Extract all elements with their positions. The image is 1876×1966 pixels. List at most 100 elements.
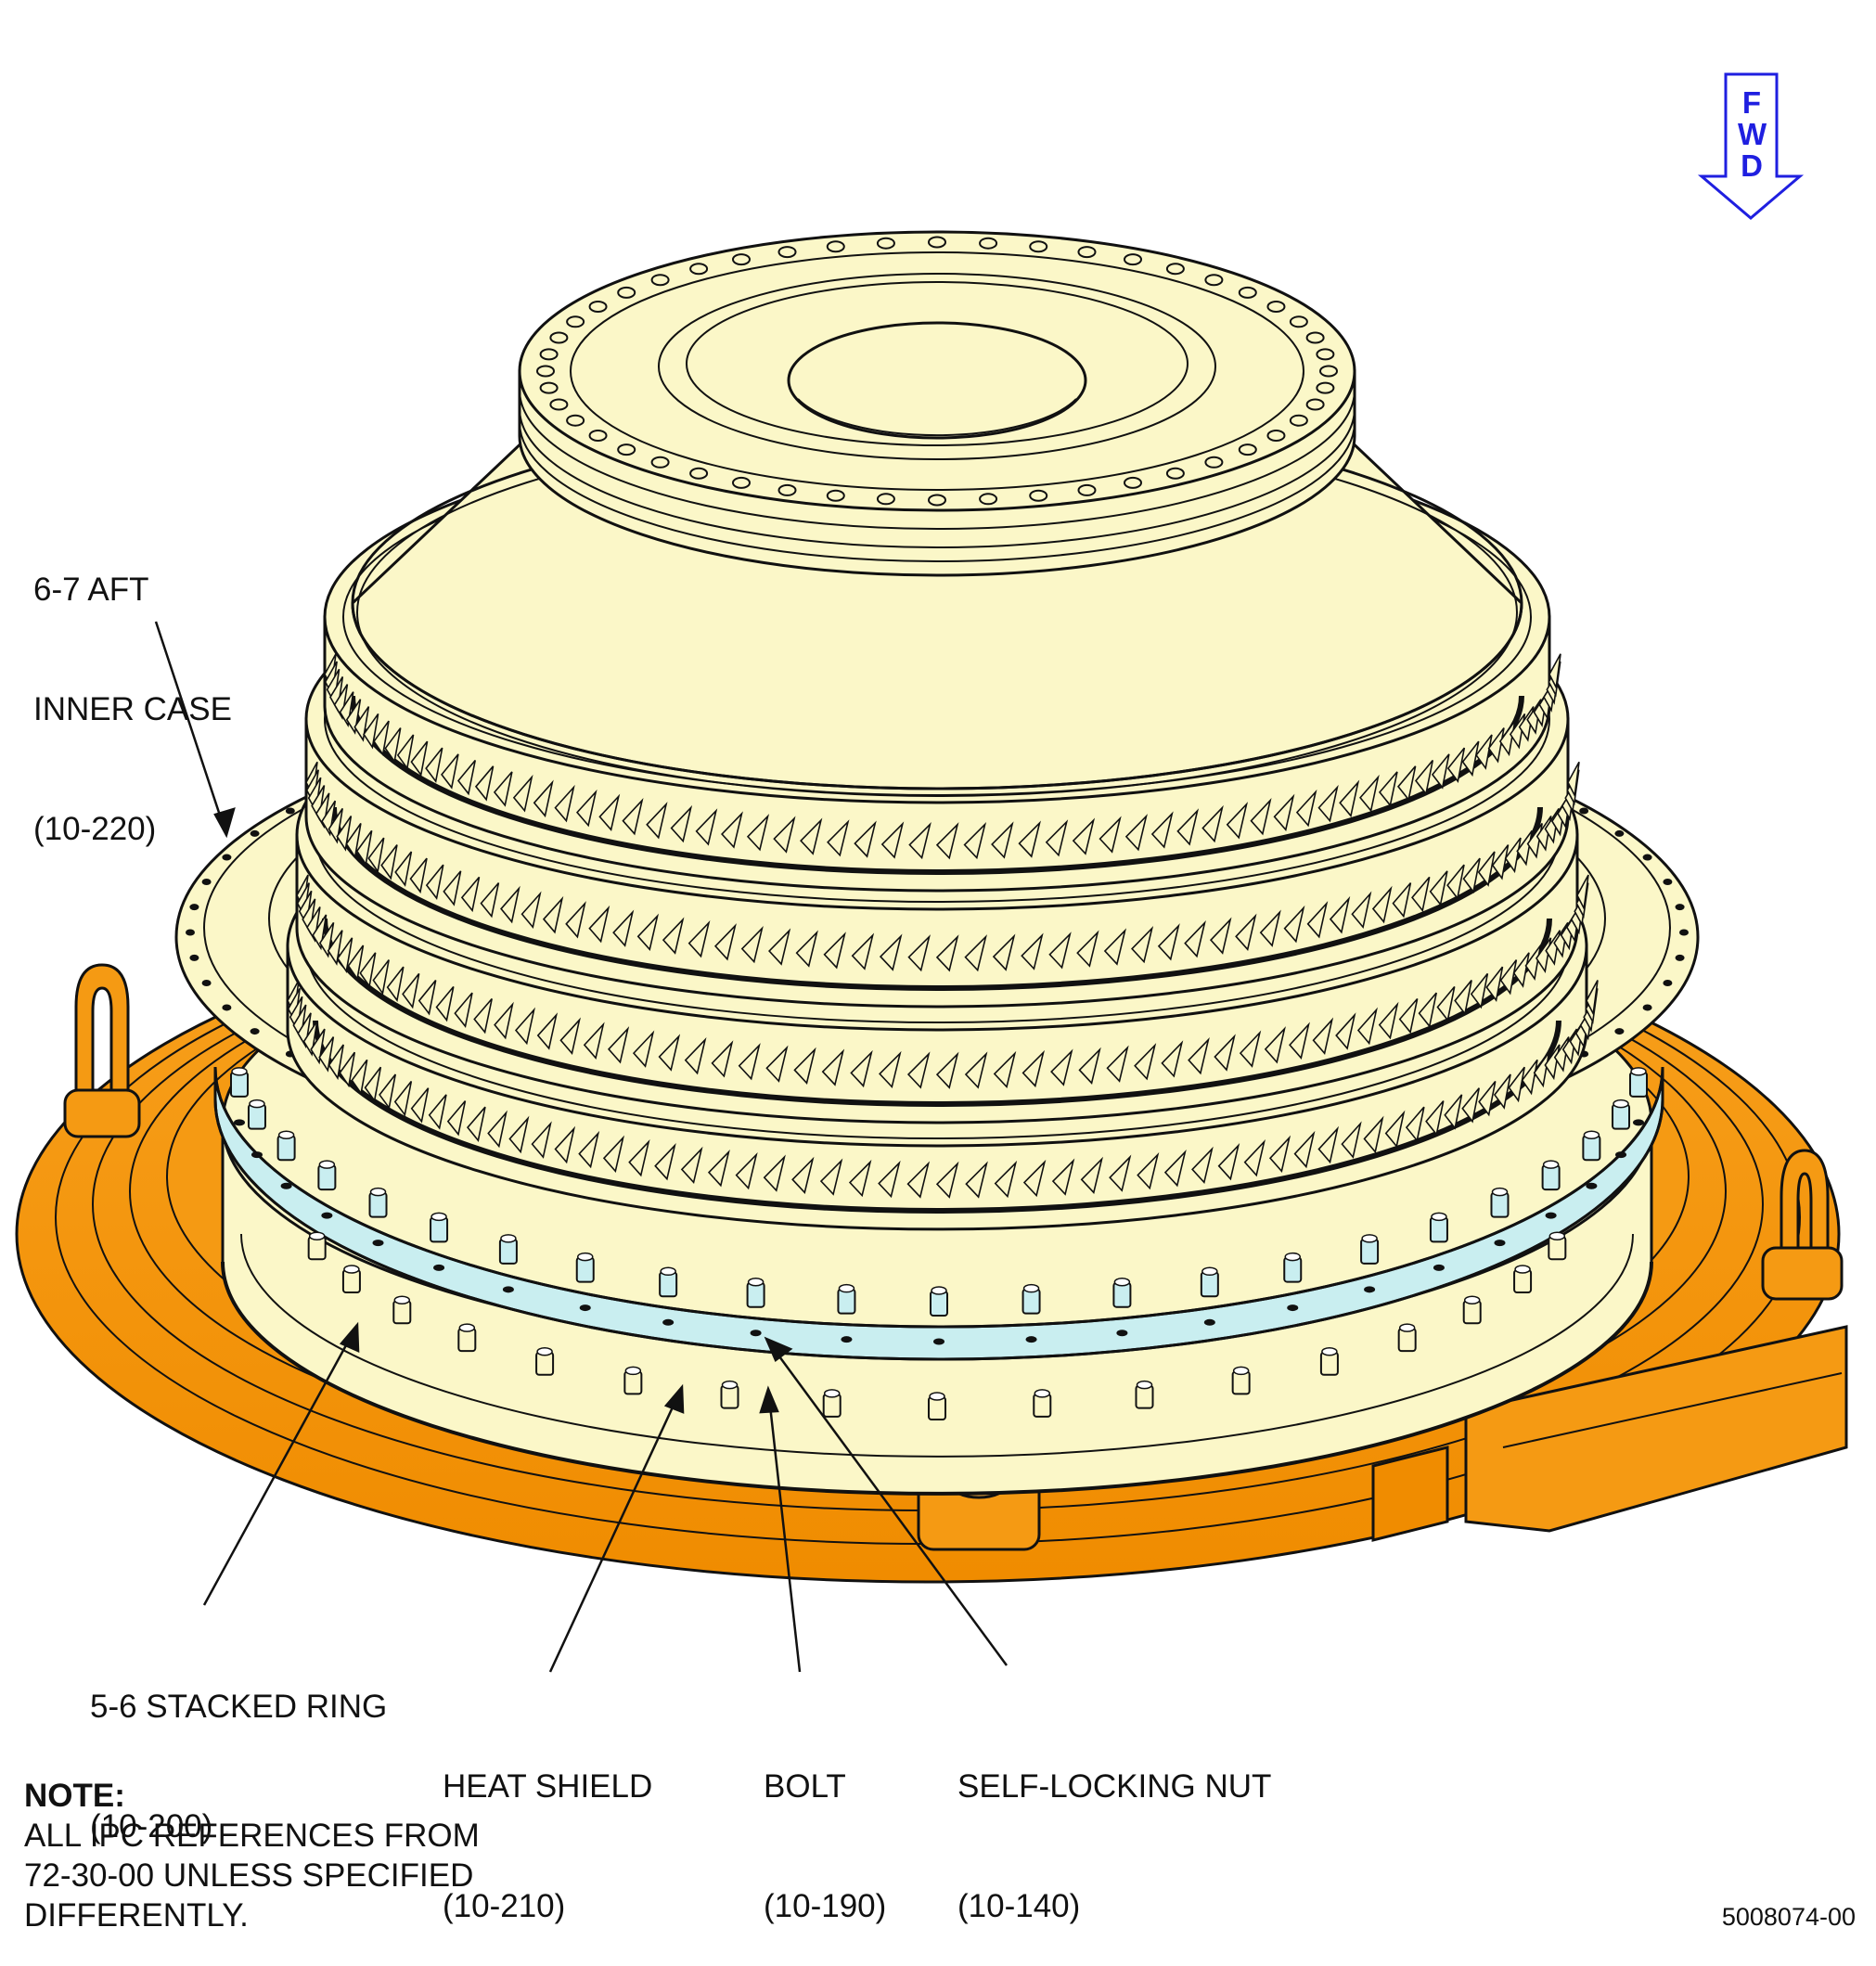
bolt-hole (1615, 1151, 1627, 1159)
vane-blade (1521, 1059, 1538, 1096)
flange-hole (1614, 1028, 1625, 1035)
self-locking-nut (247, 1103, 266, 1130)
vane-blade (425, 747, 443, 784)
vane-blade (1080, 1156, 1103, 1194)
vane-blade (328, 1044, 344, 1081)
flange-hole (588, 301, 608, 313)
vane-blade (318, 1036, 335, 1073)
note-block: NOTE: ALL IPC REFERENCES FROM 72-30-00 U… (24, 1776, 480, 1935)
flange-hole (1305, 331, 1325, 344)
vane-blade (1470, 972, 1489, 1009)
vane-blade (1418, 992, 1437, 1028)
vane-blade (1351, 891, 1372, 930)
bolt-tip (576, 1252, 594, 1262)
flange-hole (222, 1004, 232, 1011)
flange-hole (1675, 904, 1685, 911)
vane-blade (1072, 817, 1096, 855)
vane-blade (402, 972, 420, 1009)
vane-blade (531, 1121, 552, 1159)
vane-blade (1341, 1121, 1362, 1159)
vane-blade (992, 933, 1016, 971)
vane-blade (636, 913, 660, 952)
bolt (837, 1283, 856, 1343)
callout-line: 5-6 STACKED RING (90, 1689, 388, 1725)
vane-blade (1048, 932, 1072, 970)
bolt-tip (1136, 1380, 1153, 1390)
flange-hole (1124, 476, 1142, 489)
vane-blade (738, 1043, 761, 1081)
vane-blade (302, 898, 316, 935)
flange-hole (1029, 240, 1048, 253)
vane-blade (380, 844, 398, 880)
bolt-hole (1494, 1240, 1506, 1247)
bolt (575, 1252, 595, 1312)
vane-blade (514, 1007, 535, 1046)
bolt-tip (747, 1277, 765, 1287)
vane-blade (791, 1156, 815, 1194)
flange-hole (1579, 807, 1589, 815)
vane-blade (1477, 851, 1496, 887)
flange-hole (1029, 489, 1048, 502)
vane-blade (500, 885, 520, 924)
bolt (1612, 1099, 1631, 1159)
vane-blade (1317, 1125, 1339, 1164)
bolt (1283, 1252, 1303, 1312)
bolt-tip (1514, 1265, 1531, 1274)
note-line: ALL IPC REFERENCES FROM (24, 1818, 480, 1854)
vane-blade (964, 1051, 988, 1089)
bolt-hole (233, 1119, 245, 1126)
bolt-hole (841, 1336, 853, 1343)
flange-hole (1289, 315, 1308, 328)
bolt (1582, 1130, 1601, 1189)
vane-blade (559, 1017, 581, 1056)
vane-blade (1363, 1115, 1384, 1154)
flange-hole (201, 979, 212, 986)
bolt (276, 1130, 296, 1189)
vane-blade (908, 821, 932, 860)
bolt (1490, 1187, 1510, 1247)
flange-hole (1663, 979, 1673, 986)
callout-line: HEAT SHIELD (443, 1768, 653, 1805)
vane-blade (565, 901, 586, 939)
bolt-hole (750, 1330, 762, 1337)
bolt-tip (1613, 1099, 1629, 1109)
bolt (392, 1295, 412, 1325)
vane-blade (1264, 1026, 1286, 1064)
vane-blade (337, 937, 353, 974)
vane-blade (588, 905, 610, 944)
flange-hole (250, 1028, 260, 1035)
bolt-tip (458, 1323, 476, 1332)
bolt-tip (838, 1283, 855, 1293)
vane-blade (493, 771, 513, 807)
bolt-tip (1630, 1067, 1647, 1076)
fwd-letter-f: F (1741, 85, 1762, 120)
vane-blade (1576, 874, 1589, 911)
bolt (1112, 1277, 1132, 1337)
vane-blade (1050, 1048, 1073, 1086)
vane-blade (410, 1087, 430, 1124)
flange-hole (1124, 253, 1142, 266)
callout-line: SELF-LOCKING NUT (957, 1768, 1272, 1805)
vane-blade (848, 1159, 872, 1198)
vane-blade (1124, 814, 1148, 852)
down-arrow-icon (1697, 72, 1805, 220)
bolt-hole (662, 1318, 675, 1326)
bolt-hole (280, 1182, 292, 1189)
leader-heat-shield (548, 1386, 684, 1673)
vane-blade (628, 1138, 650, 1177)
vane-blade (1188, 1036, 1210, 1075)
vane-blade (339, 1051, 356, 1088)
vane-blade (646, 802, 668, 840)
vane-blade (795, 930, 818, 968)
bolt-tip (823, 1389, 841, 1398)
flange-hole (777, 483, 797, 496)
flange-hole (928, 494, 946, 507)
vane-blade (935, 1051, 959, 1089)
vane-blade (386, 966, 405, 1003)
bolt-tip (1431, 1212, 1447, 1222)
vane-blade (467, 1106, 486, 1143)
vane-blade (446, 1100, 467, 1137)
vane-blade (443, 870, 462, 906)
flange-hole (1614, 829, 1625, 837)
vane-blade (480, 882, 500, 919)
